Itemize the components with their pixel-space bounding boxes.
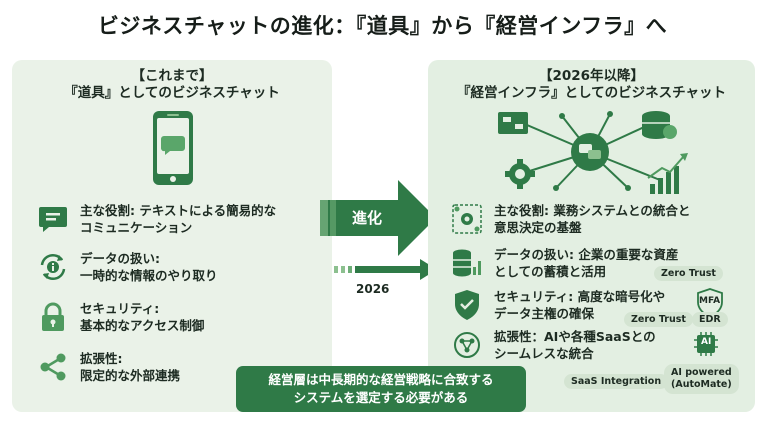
after-security-label: セキュリティ: 高度な暗号化や (494, 289, 666, 304)
conclusion-line-1: 経営層は中長期的な経営戦略に合致する (268, 372, 494, 387)
saas-integration-badge: SaaS Integration (564, 374, 669, 389)
info-exchange-icon (36, 250, 70, 284)
before-security-row: セキュリティ: 基本的なアクセス制御 (36, 300, 204, 334)
after-role-label: 主な役割: 業務システムとの統合と (494, 203, 691, 218)
after-security-detail: データ主権の確保 (494, 306, 595, 321)
timeline-arrow (334, 259, 437, 280)
integration-hub-illustration (498, 111, 688, 194)
lock-icon (36, 300, 70, 334)
panel-before-heading: 【これまで】 『道具』としてのビジネスチャット (12, 68, 332, 102)
panel-after-title: 『経営インフラ』としてのビジネスチャット (456, 85, 727, 101)
share-icon (36, 350, 70, 384)
ai-chip-icon (694, 332, 718, 356)
before-data-detail: 一時的な情報のやり取り (80, 268, 218, 283)
ai-powered-sublabel: (AutoMate) (671, 379, 732, 390)
before-data-row: データの扱い: 一時的な情報のやり取り (36, 250, 218, 284)
zero-trust-badge: Zero Trust (654, 266, 723, 281)
after-data-detail: としての蓄積と活用 (494, 264, 607, 279)
before-extensibility-label: 拡張性: (80, 351, 123, 366)
ai-powered-badge: AI powered (AutoMate) (664, 364, 739, 394)
database-growth-icon (450, 246, 484, 280)
smartphone-chat-icon (153, 111, 193, 185)
evolution-label: 進化 (352, 209, 383, 227)
mfa-label: MFA (699, 296, 721, 306)
after-extensibility-label: 拡張性：AIや各種SaaSとの (494, 329, 656, 344)
integration-gear-icon (450, 202, 484, 236)
evolution-arrow (320, 180, 436, 256)
year-label: 2026 (356, 282, 390, 296)
before-data-label: データの扱い: (80, 251, 160, 266)
page-title: ビジネスチャットの進化：『道具』から『経営インフラ』へ (97, 14, 668, 38)
shield-lock-icon (450, 288, 484, 322)
after-extensibility-row: 拡張性：AIや各種SaaSとの シームレスな統合 (450, 328, 656, 362)
ai-powered-label: AI powered (671, 367, 732, 378)
zero-trust-badge-secondary: Zero Trust (624, 312, 693, 327)
panel-before-title: 『道具』としてのビジネスチャット (64, 85, 280, 101)
edr-badge: EDR (692, 312, 728, 327)
after-data-row: データの扱い: 企業の重要な資産 としての蓄積と活用 (450, 246, 678, 280)
before-extensibility-row: 拡張性: 限定的な外部連携 (36, 350, 180, 384)
panel-after: 【2026年以降】 『経営インフラ』としてのビジネスチャット (428, 60, 755, 412)
after-extensibility-detail: シームレスな統合 (494, 346, 594, 361)
panel-before-period: 【これまで】 (131, 68, 213, 84)
after-role-detail: 意思決定の基盤 (494, 220, 582, 235)
ai-brain-icon (450, 328, 484, 362)
panel-after-period: 【2026年以降】 (538, 68, 645, 84)
before-security-label: セキュリティ: (80, 301, 160, 316)
after-data-label: データの扱い: 企業の重要な資産 (494, 247, 679, 262)
panel-before: 【これまで】 『道具』としてのビジネスチャット 主な役割: テキストによる簡易的… (12, 60, 332, 412)
before-role-row: 主な役割: テキストによる簡易的な コミュニケーション (36, 202, 276, 236)
before-role-label: 主な役割: テキストによる簡易的な (80, 203, 277, 218)
after-security-row: セキュリティ: 高度な暗号化や データ主権の確保 (450, 288, 665, 322)
chat-bubble-icon (36, 202, 70, 236)
before-security-detail: 基本的なアクセス制御 (80, 318, 205, 333)
after-role-row: 主な役割: 業務システムとの統合と 意思決定の基盤 (450, 202, 690, 236)
conclusion-callout: 経営層は中長期的な経営戦略に合致する システムを選定する必要がある (236, 366, 526, 412)
conclusion-line-2: システムを選定する必要がある (293, 390, 469, 405)
before-role-detail: コミュニケーション (80, 220, 193, 235)
ai-chip-label: AI (701, 337, 712, 347)
before-extensibility-detail: 限定的な外部連携 (80, 368, 181, 383)
panel-after-heading: 【2026年以降】 『経営インフラ』としてのビジネスチャット (428, 68, 755, 102)
